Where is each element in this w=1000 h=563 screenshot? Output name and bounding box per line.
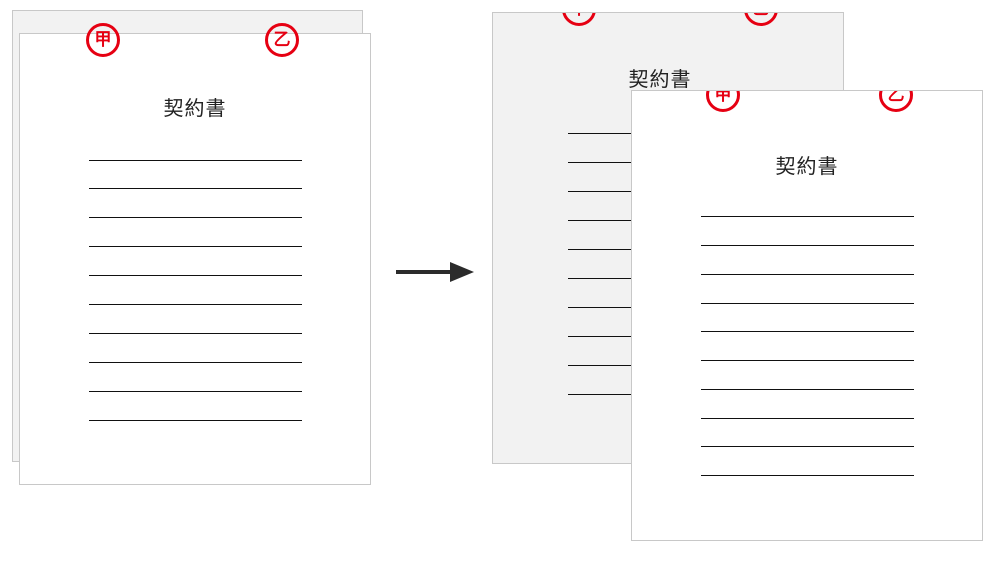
text-line bbox=[701, 475, 914, 476]
text-line bbox=[701, 245, 914, 246]
seal-otsu-clipped: 乙 bbox=[879, 91, 913, 112]
text-line bbox=[89, 246, 302, 247]
seal-kou-clipped: 甲 bbox=[706, 91, 740, 112]
contract-title: 契約書 bbox=[775, 154, 839, 178]
text-line bbox=[89, 160, 302, 161]
right-front-page: 甲 乙 契約書 bbox=[631, 90, 983, 541]
seal-kou-clipped: 甲 bbox=[562, 13, 596, 26]
text-line bbox=[701, 418, 914, 419]
text-line bbox=[89, 304, 302, 305]
text-line bbox=[89, 217, 302, 218]
text-line bbox=[701, 274, 914, 275]
seal-kou: 甲 bbox=[86, 23, 120, 57]
text-line bbox=[89, 391, 302, 392]
text-line bbox=[701, 303, 914, 304]
text-line bbox=[89, 333, 302, 334]
text-line bbox=[701, 389, 914, 390]
left-front-page: 甲 乙 契約書 bbox=[19, 23, 371, 485]
text-line bbox=[89, 275, 302, 276]
text-line bbox=[701, 446, 914, 447]
seal-otsu: 乙 bbox=[265, 23, 299, 57]
text-line bbox=[701, 216, 914, 217]
right-arrow-icon bbox=[396, 262, 474, 282]
contract-title: 契約書 bbox=[163, 96, 227, 120]
text-line bbox=[701, 360, 914, 361]
text-line bbox=[89, 188, 302, 189]
contract-title-back: 契約書 bbox=[628, 67, 692, 91]
seal-otsu-clipped: 乙 bbox=[744, 13, 778, 26]
text-line bbox=[701, 331, 914, 332]
text-line bbox=[89, 420, 302, 421]
text-line bbox=[89, 362, 302, 363]
